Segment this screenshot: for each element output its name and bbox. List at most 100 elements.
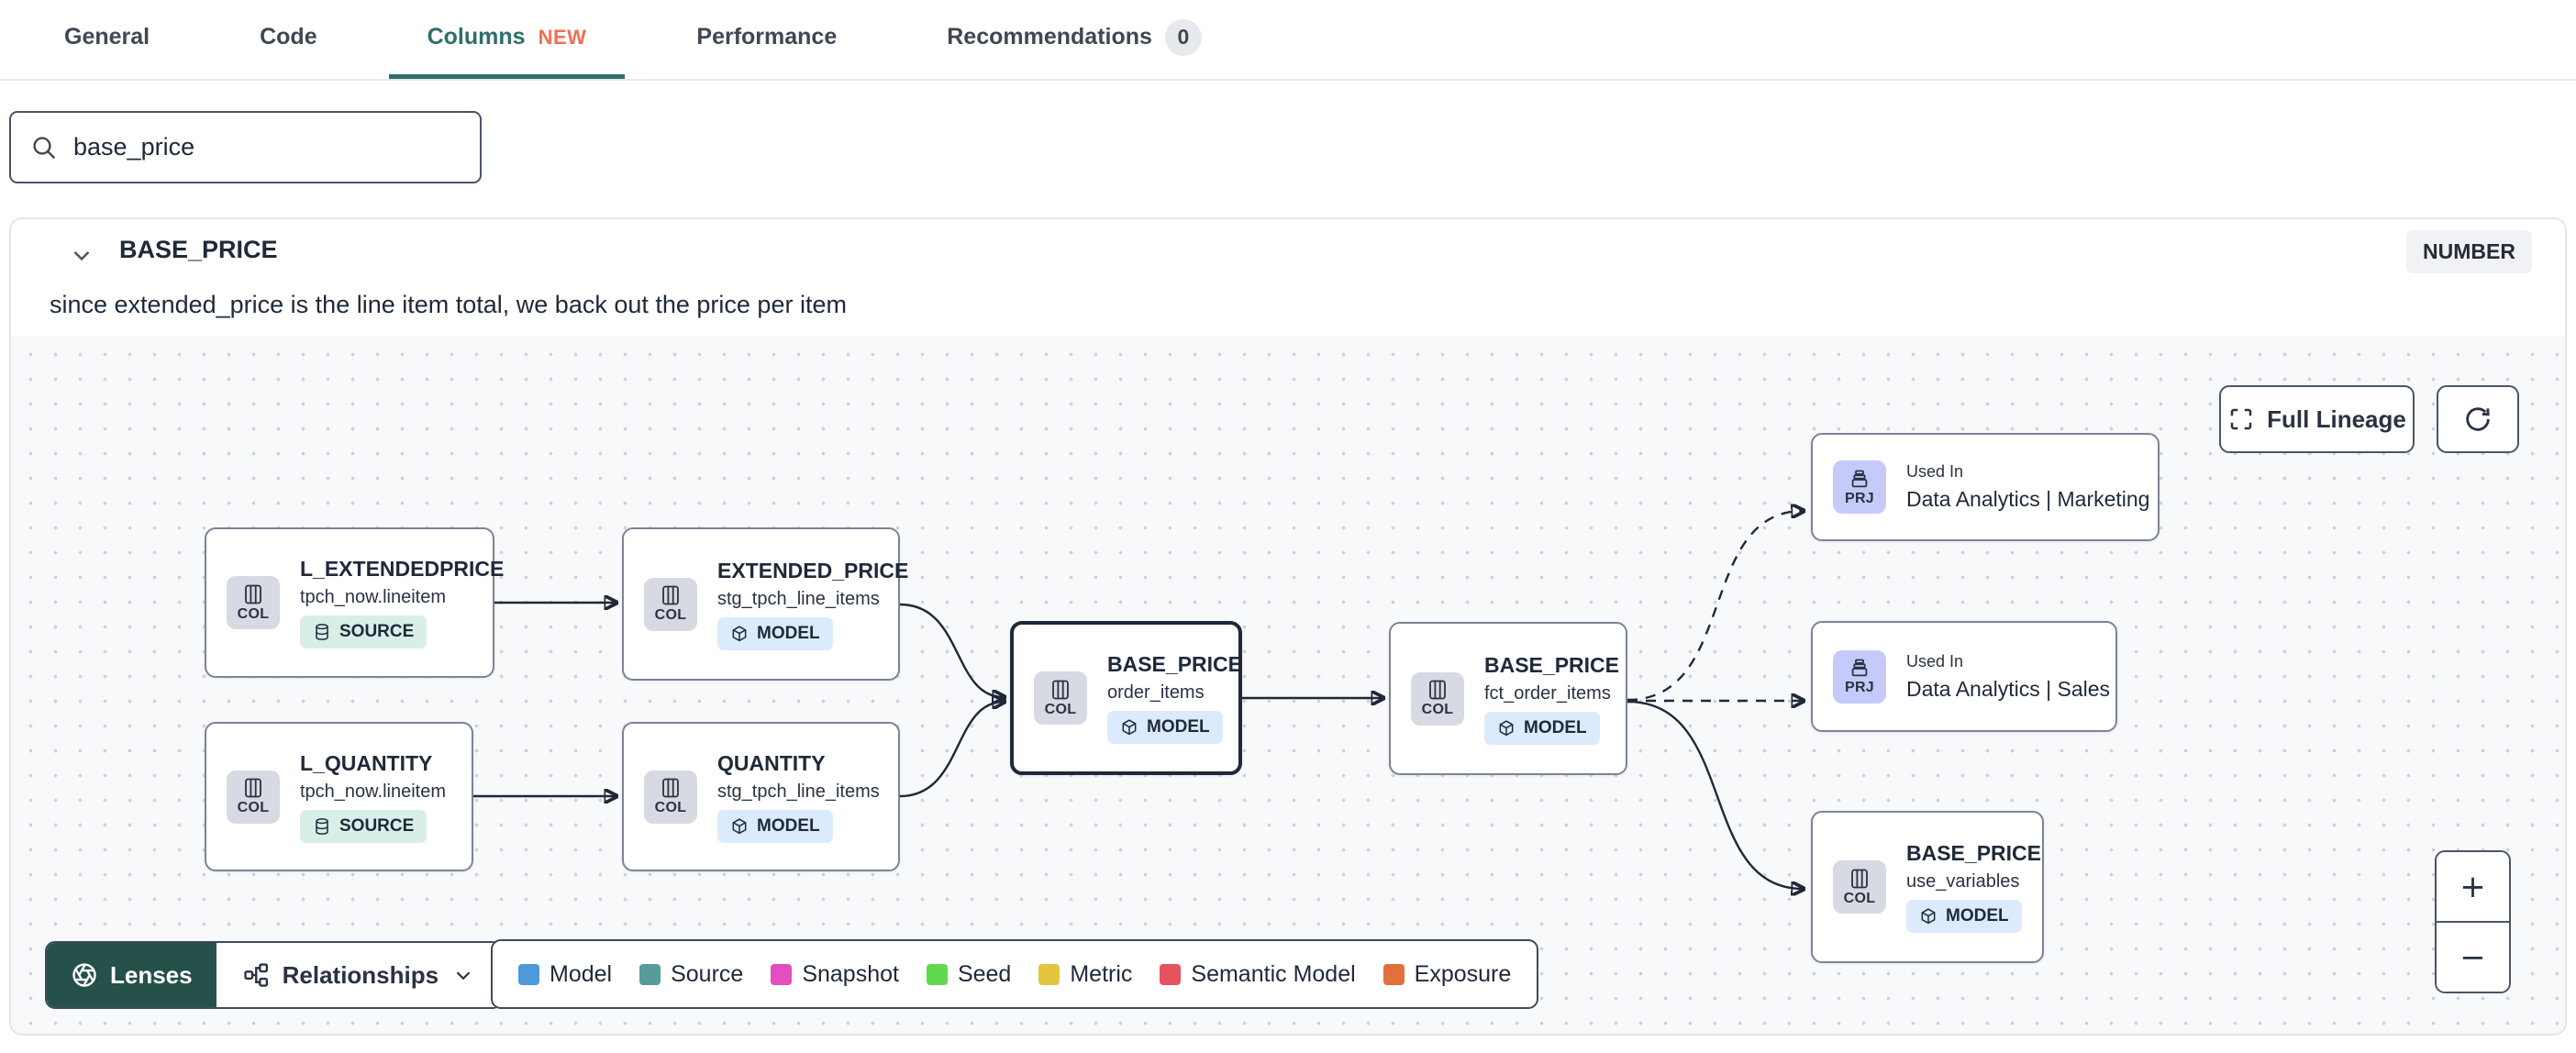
aperture-icon <box>72 963 96 987</box>
column-tile: COL <box>1833 860 1886 914</box>
lineage-node-used-in-sales[interactable]: PRJ Used In Data Analytics | Sales <box>1811 621 2117 732</box>
column-tile: COL <box>644 770 697 824</box>
tab-code[interactable]: Code <box>221 0 356 79</box>
column-name: BASE_PRICE <box>119 236 278 263</box>
zoom-out-button[interactable]: − <box>2437 923 2509 992</box>
resource-type-badge: MODEL <box>1107 711 1223 744</box>
used-in-label: Used In <box>1906 462 1964 481</box>
legend-swatch <box>518 963 539 985</box>
column-card-header: BASE_PRICE NUMBER since extended_price i… <box>11 219 2565 337</box>
project-icon <box>1851 659 1868 677</box>
tab-columns[interactable]: Columns NEW <box>388 0 626 79</box>
columns-icon <box>1851 869 1868 888</box>
expand-icon <box>2230 408 2252 430</box>
model-cube-icon <box>1921 908 1936 925</box>
legend-item-snapshot: Snapshot <box>771 961 899 988</box>
model-cube-icon <box>1122 719 1137 736</box>
legend-swatch <box>1160 963 1182 985</box>
database-icon <box>316 817 328 835</box>
new-badge: NEW <box>538 25 587 49</box>
tab-label: General <box>64 24 150 50</box>
node-title: BASE_PRICE <box>1107 652 1242 676</box>
resource-type-badge: MODEL <box>717 616 833 650</box>
legend-swatch <box>926 963 948 985</box>
node-title: QUANTITY <box>717 750 826 775</box>
resource-legend: Model Source Snapshot Seed Metric Semant… <box>491 939 1539 1009</box>
lenses-control-group: Lenses Relationships <box>45 941 504 1009</box>
column-tile: COL <box>1411 671 1464 726</box>
column-tile: COL <box>1034 671 1087 725</box>
project-tile: PRJ <box>1833 649 1886 704</box>
chevron-down-icon <box>456 971 471 981</box>
data-type-badge: NUMBER <box>2406 230 2532 273</box>
node-title: Data Analytics | Marketing <box>1906 487 2150 511</box>
refresh-icon <box>2466 407 2490 431</box>
legend-swatch <box>1038 963 1060 985</box>
full-lineage-button[interactable]: Full Lineage <box>2219 385 2415 453</box>
lineage-node-l-extendedprice[interactable]: COL L_EXTENDEDPRICE tpch_now.lineitem SO… <box>205 527 504 678</box>
project-tile: PRJ <box>1833 460 1886 514</box>
legend-swatch <box>771 963 793 985</box>
columns-icon <box>662 778 679 798</box>
node-subtitle: fct_order_items <box>1484 682 1611 704</box>
lineage-edges <box>473 337 2567 1036</box>
columns-icon <box>245 584 261 604</box>
legend-item-semantic-model: Semantic Model <box>1160 961 1356 988</box>
lineage-node-used-in-marketing[interactable]: PRJ Used In Data Analytics | Marketing <box>1811 433 2160 541</box>
model-cube-icon <box>1499 719 1514 736</box>
lineage-node-base-price-use-variables[interactable]: COL BASE_PRICE use_variables MODEL <box>1811 811 2044 963</box>
lineage-node-extended-price[interactable]: COL EXTENDED_PRICE stg_tpch_line_items M… <box>622 527 908 681</box>
node-subtitle: use_variables <box>1906 871 2020 892</box>
node-title: L_EXTENDEDPRICE <box>300 557 505 581</box>
zoom-in-button[interactable]: + <box>2437 852 2509 923</box>
tab-label: Code <box>260 24 317 50</box>
column-tile: COL <box>227 576 280 629</box>
tab-label: Recommendations <box>947 24 1152 50</box>
node-title: BASE_PRICE <box>1484 652 1619 677</box>
tab-label: Columns <box>427 24 526 50</box>
column-description: since extended_price is the line item to… <box>50 291 847 318</box>
node-title: L_QUANTITY <box>300 750 433 775</box>
model-cube-icon <box>732 625 747 641</box>
collapse-chevron-icon[interactable] <box>68 241 95 269</box>
project-icon <box>1851 470 1868 487</box>
legend-item-exposure: Exposure <box>1382 961 1511 988</box>
resource-type-badge: MODEL <box>1484 711 1600 745</box>
legend-swatch <box>1382 963 1405 985</box>
column-detail-card: BASE_PRICE NUMBER since extended_price i… <box>9 217 2567 1036</box>
node-title: EXTENDED_PRICE <box>717 558 909 582</box>
lineage-canvas[interactable]: COL L_EXTENDEDPRICE tpch_now.lineitem SO… <box>11 337 2565 1034</box>
lenses-button[interactable]: Lenses <box>47 943 217 1007</box>
columns-icon <box>662 585 679 605</box>
legend-swatch <box>639 963 661 985</box>
resource-type-badge: MODEL <box>717 809 833 843</box>
node-subtitle: stg_tpch_line_items <box>717 781 880 802</box>
columns-icon <box>245 778 261 798</box>
refresh-lineage-button[interactable] <box>2437 385 2519 453</box>
resource-type-badge: SOURCE <box>300 615 427 648</box>
search-icon <box>33 136 56 159</box>
lineage-node-quantity[interactable]: COL QUANTITY stg_tpch_line_items MODEL <box>622 722 900 871</box>
tab-performance[interactable]: Performance <box>658 0 875 79</box>
lineage-node-base-price-fct-order-items[interactable]: COL BASE_PRICE fct_order_items MODEL <box>1389 622 1627 775</box>
columns-icon <box>1052 680 1069 699</box>
node-subtitle: order_items <box>1107 682 1205 703</box>
zoom-control: + − <box>2435 850 2511 993</box>
tab-general[interactable]: General <box>26 0 188 79</box>
model-cube-icon <box>732 817 747 834</box>
lineage-node-l-quantity[interactable]: COL L_QUANTITY tpch_now.lineitem SOURCE <box>205 722 473 871</box>
resource-type-badge: MODEL <box>1906 900 2022 933</box>
node-subtitle: tpch_now.lineitem <box>300 587 446 607</box>
search-input[interactable] <box>73 133 461 161</box>
detail-tab-bar: General Code Columns NEW Performance Rec… <box>0 0 2576 81</box>
column-tile: COL <box>227 770 280 824</box>
relationships-icon <box>243 963 268 987</box>
legend-item-metric: Metric <box>1038 961 1132 988</box>
legend-item-seed: Seed <box>926 961 1011 988</box>
columns-icon <box>1429 680 1446 700</box>
legend-item-source: Source <box>639 961 743 988</box>
tab-label: Performance <box>696 24 838 50</box>
lineage-node-base-price-order-items[interactable]: COL BASE_PRICE order_items MODEL <box>1010 621 1242 775</box>
relationships-dropdown[interactable]: Relationships <box>216 943 502 1007</box>
tab-recommendations[interactable]: Recommendations 0 <box>908 0 1240 79</box>
